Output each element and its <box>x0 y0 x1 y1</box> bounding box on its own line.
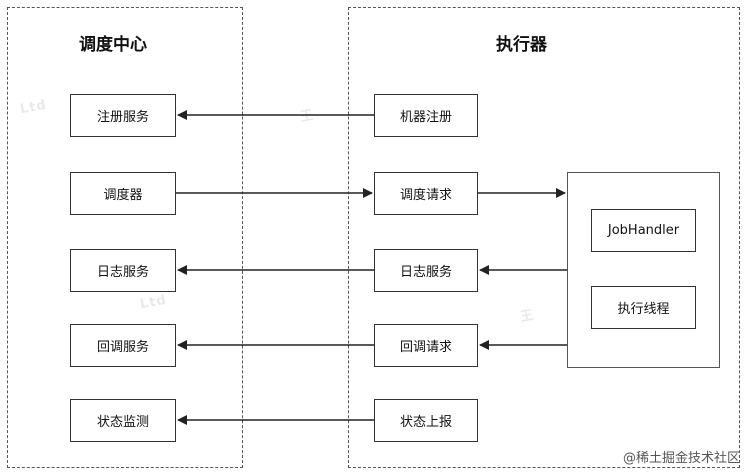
log-service-box: 日志服务 <box>70 249 176 292</box>
schedule-request-box: 调度请求 <box>374 172 478 215</box>
machine-register-box: 机器注册 <box>374 94 478 137</box>
status-monitor-box: 状态监测 <box>70 399 176 442</box>
scheduler-panel <box>7 7 243 468</box>
job-handler-group <box>567 172 720 368</box>
scheduler-box: 调度器 <box>70 172 176 215</box>
callback-service-box: 回调服务 <box>70 324 176 367</box>
job-handler-box: JobHandler <box>591 209 696 252</box>
scheduler-title: 调度中心 <box>79 35 147 55</box>
executor-title: 执行器 <box>496 35 547 55</box>
status-report-box: 状态上报 <box>374 399 478 442</box>
executor-log-service-box: 日志服务 <box>374 249 478 292</box>
executor-panel <box>348 7 740 468</box>
register-service-box: 注册服务 <box>70 94 176 137</box>
watermark-credit: @稀土掘金技术社区 <box>622 451 740 466</box>
execution-thread-box: 执行线程 <box>591 286 696 329</box>
callback-request-box: 回调请求 <box>374 324 478 367</box>
